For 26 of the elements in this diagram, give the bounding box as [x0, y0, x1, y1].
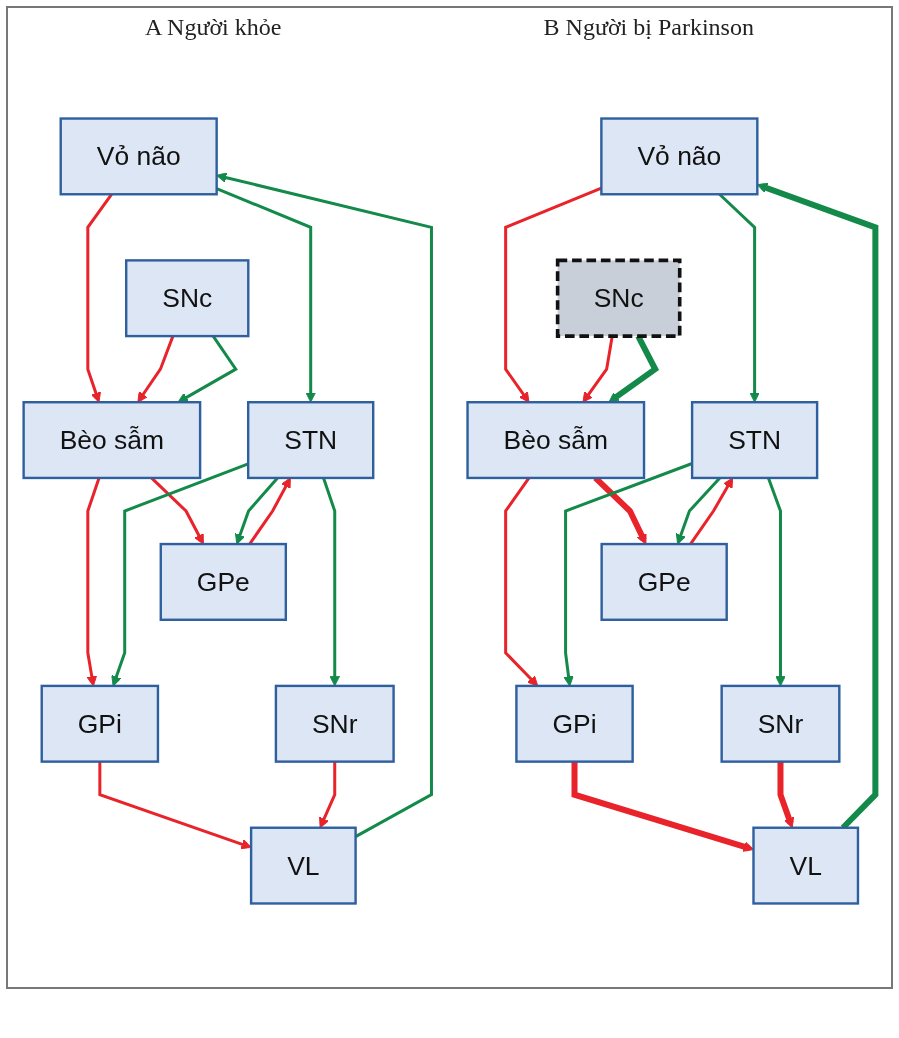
node-box: VL	[752, 826, 860, 905]
node-box: STN	[690, 401, 819, 480]
node-box: STN	[247, 401, 375, 480]
arrow	[571, 761, 754, 852]
arrow	[689, 477, 734, 545]
node-box: GPi	[515, 684, 634, 763]
node-box: SNc	[555, 258, 682, 338]
node-box: GPe	[159, 542, 287, 621]
arrow	[504, 186, 602, 403]
node-box: SNr	[274, 684, 395, 763]
node-box: Vỏ não	[59, 117, 218, 196]
node-box: Vỏ não	[600, 117, 759, 196]
node-box: GPe	[600, 542, 728, 621]
arrow	[216, 172, 433, 838]
arrow	[608, 334, 660, 403]
panel-heading: B Người bị Parkinson	[543, 14, 754, 41]
arrow	[98, 761, 252, 850]
node-box: Bèo sẫm	[466, 401, 646, 480]
arrow	[248, 477, 291, 545]
node-box: VL	[249, 826, 357, 905]
node-box: GPi	[40, 684, 160, 763]
node-box: Bèo sẫm	[22, 401, 202, 480]
node-box: SNc	[125, 259, 250, 338]
node-box: SNr	[720, 684, 841, 763]
arrow	[216, 187, 316, 403]
panel-heading: A Người khỏe	[145, 14, 282, 41]
